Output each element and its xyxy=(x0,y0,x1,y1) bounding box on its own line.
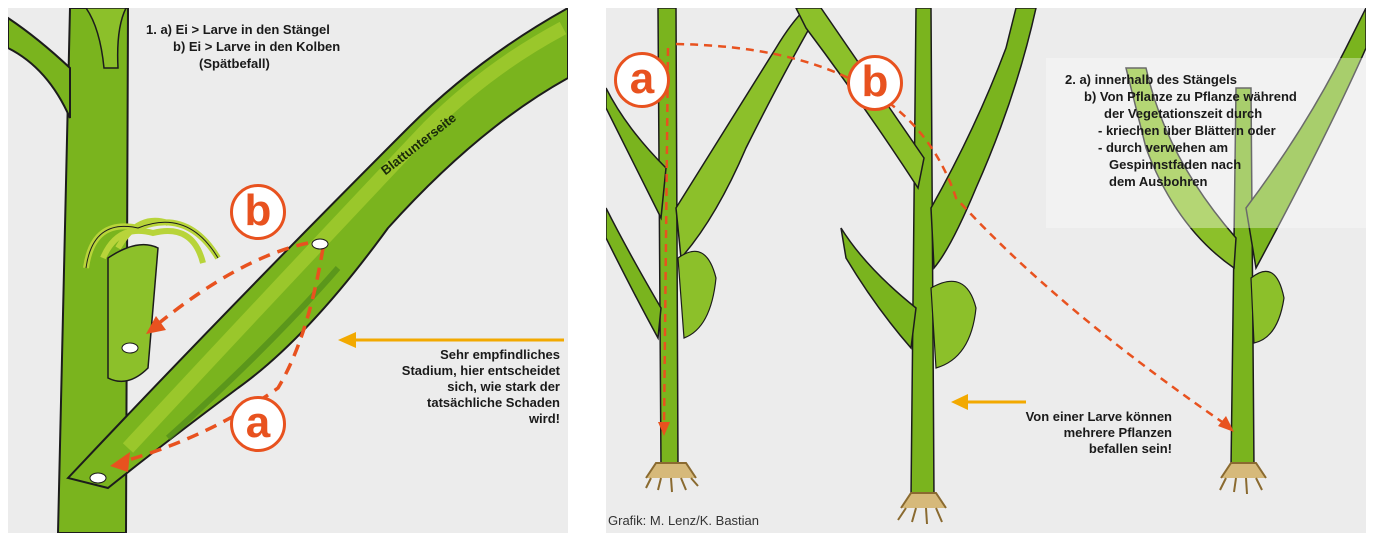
plant-2-leaf xyxy=(931,8,1036,268)
plant-1-roots xyxy=(646,463,698,492)
plant-2-roots xyxy=(898,493,946,524)
plant-3-roots xyxy=(1220,463,1266,494)
badge-b: b xyxy=(230,184,286,240)
ear xyxy=(108,245,158,382)
plant-2-stem xyxy=(911,8,934,498)
plant-1-leaf xyxy=(606,208,661,338)
badge-a: a xyxy=(614,52,670,108)
step-1b: b) Ei > Larve in den Kolben xyxy=(173,39,340,55)
plant-1-ear xyxy=(678,251,716,338)
plant-2-ear xyxy=(931,281,976,368)
step-2a: 2. a) innerhalb des Stängels xyxy=(1065,72,1237,88)
graphic-credit: Grafik: M. Lenz/K. Bastian xyxy=(608,513,759,528)
step-2b-line: dem Ausbohren xyxy=(1109,174,1207,190)
sensitive-stage-note: Sehr empfindliches Stadium, hier entsche… xyxy=(360,347,560,427)
upper-leaf xyxy=(8,18,70,118)
larva-mark xyxy=(312,239,328,249)
multiple-plants-note: Von einer Larve können mehrere Pflanzen … xyxy=(986,409,1172,457)
left-panel: 1. a) Ei > Larve in den Stängel b) Ei > … xyxy=(8,8,568,533)
step-2b-line: der Vegetationszeit durch xyxy=(1104,106,1262,122)
step-2b-line: - durch verwehen am xyxy=(1098,140,1228,156)
larva-mark xyxy=(122,343,138,353)
right-panel: a b 2. a) innerhalb des Stängels b) Von … xyxy=(606,8,1366,533)
left-illustration xyxy=(8,8,568,533)
step-2b-line: Gespinnstfaden nach xyxy=(1109,157,1241,173)
step-2b-line: - kriechen über Blättern oder xyxy=(1098,123,1276,139)
larva-mark xyxy=(90,473,106,483)
plant-3-ear xyxy=(1251,271,1284,343)
step-1b-note: (Spätbefall) xyxy=(199,56,270,72)
badge-b: b xyxy=(847,55,903,111)
step-1a: 1. a) Ei > Larve in den Stängel xyxy=(146,22,330,38)
plant-2-leaf xyxy=(841,228,916,348)
step-2b: b) Von Pflanze zu Pflanze während xyxy=(1084,89,1297,105)
badge-a: a xyxy=(230,396,286,452)
